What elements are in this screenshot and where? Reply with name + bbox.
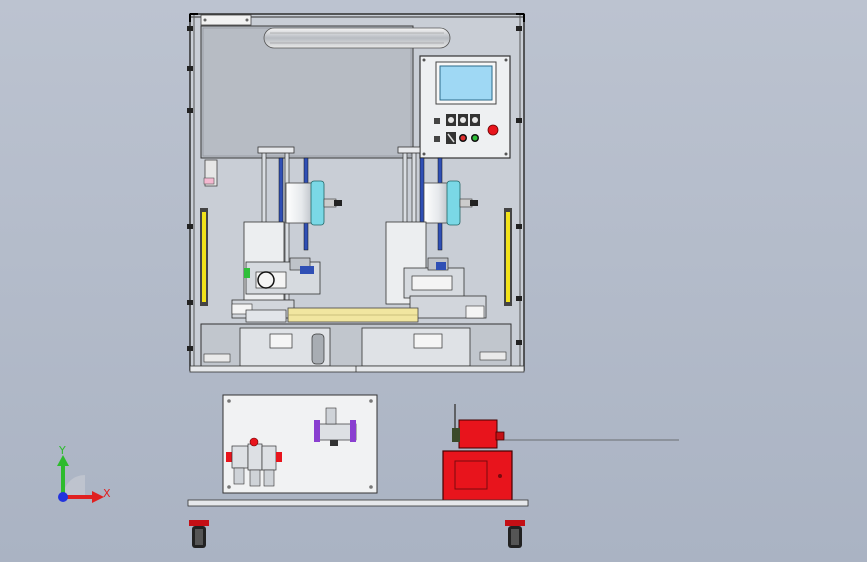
electrical-cabinet [442, 404, 679, 502]
y-axis-arrow [57, 455, 69, 466]
machine-base [189, 323, 525, 373]
conveyor-rail [245, 307, 419, 323]
control-buttons[interactable] [434, 114, 499, 144]
x-axis-label: X [103, 487, 111, 500]
caster-wheel-left [189, 520, 209, 548]
control-panel [419, 55, 511, 159]
x-axis-arrow [92, 491, 104, 503]
pneumatic-panel [222, 394, 378, 494]
caster-wheel-right [505, 520, 525, 548]
safety-light-curtain [200, 208, 512, 306]
y-axis-label: Y [58, 444, 66, 457]
solenoid-valve [314, 407, 357, 446]
winding-station-right [385, 146, 487, 319]
rear-panel [200, 25, 451, 187]
emergency-stop-button[interactable] [487, 124, 499, 136]
hmi-touchscreen[interactable] [439, 65, 493, 101]
filter-regulator-unit [226, 437, 282, 487]
winding-station-left [231, 146, 342, 319]
z-axis-dot [58, 492, 68, 502]
mobile-cart [187, 499, 529, 548]
coordinate-triad: Y X [57, 444, 111, 503]
